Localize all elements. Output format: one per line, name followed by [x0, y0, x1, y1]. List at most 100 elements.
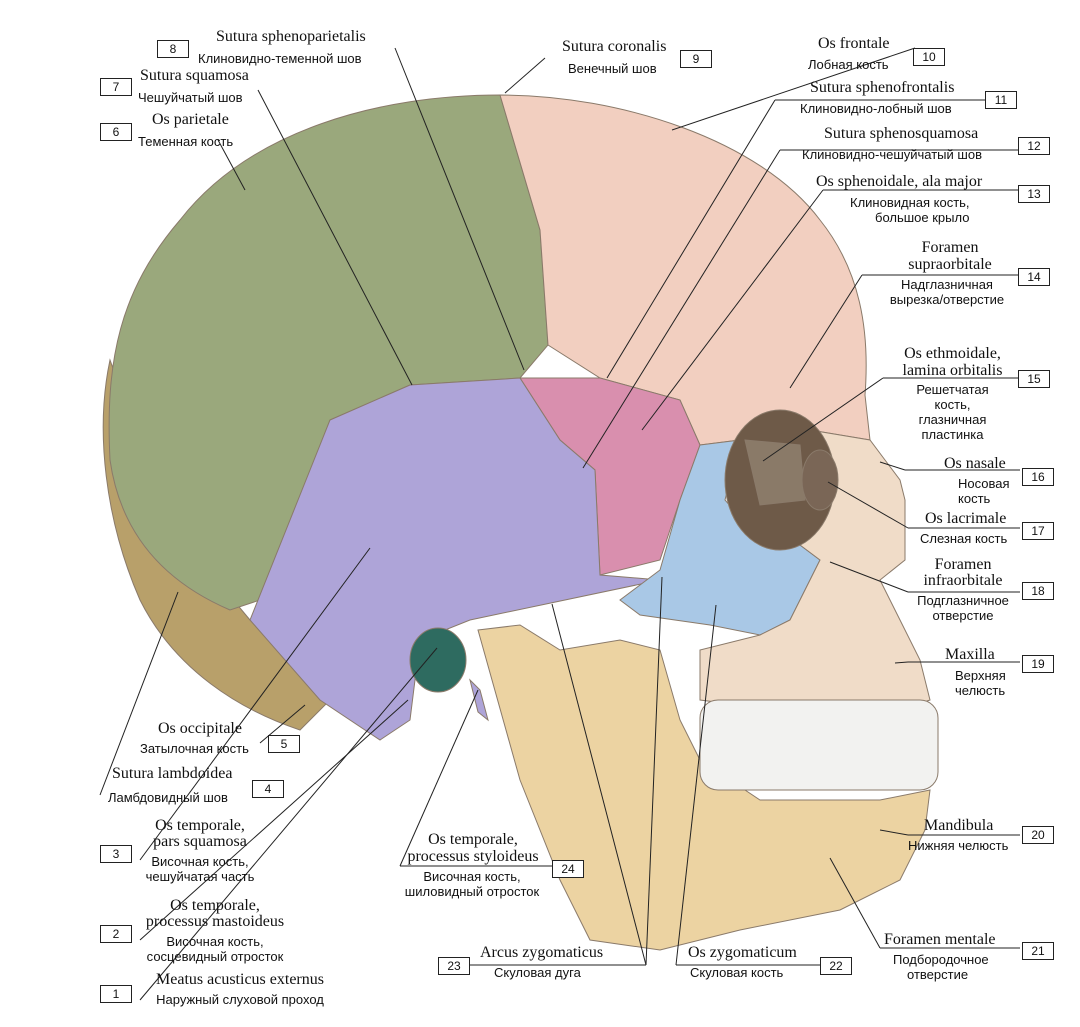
label-19-latin: Maxilla	[945, 646, 995, 663]
teeth	[699, 699, 939, 791]
label-11-russian: Клиновидно-лобный шов	[800, 101, 952, 116]
label-number-3: 3	[100, 845, 132, 863]
label-number-2: 2	[100, 925, 132, 943]
label-number-14: 14	[1018, 268, 1050, 286]
label-15-latin: Os ethmoidale,	[904, 345, 1001, 362]
label-2-russian: Височная кость,	[166, 934, 264, 949]
label-14-russian: Надглазничная	[901, 277, 993, 292]
label-18-latin: Foramen	[934, 556, 992, 573]
label-13-russian: Клиновидная кость,	[850, 195, 970, 210]
label-number-18: 18	[1022, 582, 1054, 600]
label-18-latin-2: infraorbitale	[923, 572, 1003, 589]
label-number-5: 5	[268, 735, 300, 753]
label-number-16: 16	[1022, 468, 1054, 486]
label-13-russian-2: большое крыло	[875, 210, 970, 225]
label-number-22: 22	[820, 957, 852, 975]
label-24-russian-2: шиловидный отросток	[404, 884, 540, 899]
label-14-russian-2: вырезка/отверстие	[889, 292, 1005, 307]
label-17-latin: Os lacrimale	[925, 510, 1007, 527]
label-22-latin: Os zygomaticum	[688, 944, 797, 961]
label-number-13: 13	[1018, 185, 1050, 203]
label-4-latin: Sutura lambdoidea	[112, 765, 233, 782]
label-12-russian: Клиновидно-чешуйчатый шов	[802, 147, 982, 162]
label-number-12: 12	[1018, 137, 1050, 155]
temporal-squama	[249, 377, 661, 741]
label-14-latin: Foramen	[921, 239, 979, 256]
label-15-russian-3: глазничная	[918, 412, 987, 427]
leader-lines	[99, 47, 1020, 1001]
label-2-latin: Os temporale,	[170, 897, 260, 914]
external-acoustic-meatus	[409, 627, 467, 693]
label-10-russian: Лобная кость	[808, 57, 889, 72]
label-12-latin: Sutura sphenosquamosa	[824, 125, 979, 142]
label-9-latin: Sutura coronalis	[562, 38, 667, 55]
label-19-russian: Верхняя	[955, 668, 1006, 683]
lacrimal-bone	[801, 449, 839, 511]
label-23-russian: Скуловая дуга	[494, 965, 581, 980]
label-23-latin: Arcus zygomaticus	[480, 944, 604, 961]
label-2-russian-2: сосцевидный отросток	[146, 949, 284, 964]
label-number-1: 1	[100, 985, 132, 1003]
label-24-russian: Височная кость,	[423, 869, 521, 884]
label-20-latin: Mandibula	[924, 817, 994, 834]
label-15-russian-2: кость,	[934, 397, 971, 412]
label-20-russian: Нижняя челюсть	[908, 838, 1009, 853]
label-5-latin: Os occipitale	[158, 720, 242, 737]
label-24-latin-2: processus styloideus	[407, 848, 539, 865]
label-15-russian-4: пластинка	[921, 427, 984, 442]
label-3-latin-2: pars squamosa	[153, 833, 247, 850]
label-8-latin: Sutura sphenoparietalis	[216, 28, 366, 45]
label-number-7: 7	[100, 78, 132, 96]
label-7-latin: Sutura squamosa	[140, 67, 249, 84]
label-16-latin: Os nasale	[944, 455, 1006, 472]
label-number-8: 8	[157, 40, 189, 58]
label-19-russian-2: челюсть	[955, 683, 1006, 698]
label-number-20: 20	[1022, 826, 1054, 844]
label-2-latin-2: processus mastoideus	[145, 913, 285, 930]
label-1-latin: Meatus acusticus externus	[156, 971, 324, 988]
label-18-russian-2: отверстие	[932, 608, 994, 623]
label-7-russian: Чешуйчатый шов	[138, 90, 243, 105]
label-9-russian: Венечный шов	[568, 61, 657, 76]
mandible	[477, 624, 931, 951]
label-number-9: 9	[680, 50, 712, 68]
label-1-russian: Наружный слуховой проход	[156, 992, 324, 1007]
maxilla-face	[699, 429, 931, 711]
label-number-24: 24	[552, 860, 584, 878]
label-5-russian: Затылочная кость	[140, 741, 249, 756]
label-24-latin: Os temporale,	[428, 831, 518, 848]
label-number-23: 23	[438, 957, 470, 975]
label-number-6: 6	[100, 123, 132, 141]
label-number-4: 4	[252, 780, 284, 798]
label-18-russian: Подглазничное	[917, 593, 1009, 608]
label-4-russian: Ламбдовидный шов	[108, 790, 228, 805]
label-21-russian-2: отверстие	[907, 967, 969, 982]
label-number-15: 15	[1018, 370, 1050, 388]
label-number-11: 11	[985, 91, 1017, 109]
label-3-russian-2: чешуйчатая часть	[145, 869, 255, 884]
label-13-latin: Os sphenoidale, ala major	[816, 173, 983, 190]
label-22-russian: Скуловая кость	[690, 965, 784, 980]
label-16-russian-2: кость	[958, 491, 991, 506]
label-number-19: 19	[1022, 655, 1054, 673]
label-15-latin-2: lamina orbitalis	[902, 362, 1003, 379]
label-21-russian: Подбородочное	[893, 952, 989, 967]
label-10-latin: Os frontale	[818, 35, 890, 52]
styloid-process	[469, 678, 489, 722]
label-3-latin: Os temporale,	[155, 817, 245, 834]
label-6-latin: Os parietale	[152, 111, 229, 128]
label-15-russian: Решетчатая	[916, 382, 989, 397]
label-number-21: 21	[1022, 942, 1054, 960]
label-11-latin: Sutura sphenofrontalis	[810, 79, 955, 96]
label-3-russian: Височная кость,	[151, 854, 249, 869]
label-17-russian: Слезная кость	[920, 531, 1008, 546]
label-21-latin: Foramen mentale	[884, 931, 996, 948]
label-14-latin-2: supraorbitale	[908, 256, 992, 273]
label-16-russian: Носовая	[958, 476, 1010, 491]
label-number-10: 10	[913, 48, 945, 66]
ethmoid-plate	[744, 439, 806, 506]
label-8-russian: Клиновидно-теменной шов	[198, 51, 362, 66]
label-6-russian: Теменная кость	[138, 134, 234, 149]
